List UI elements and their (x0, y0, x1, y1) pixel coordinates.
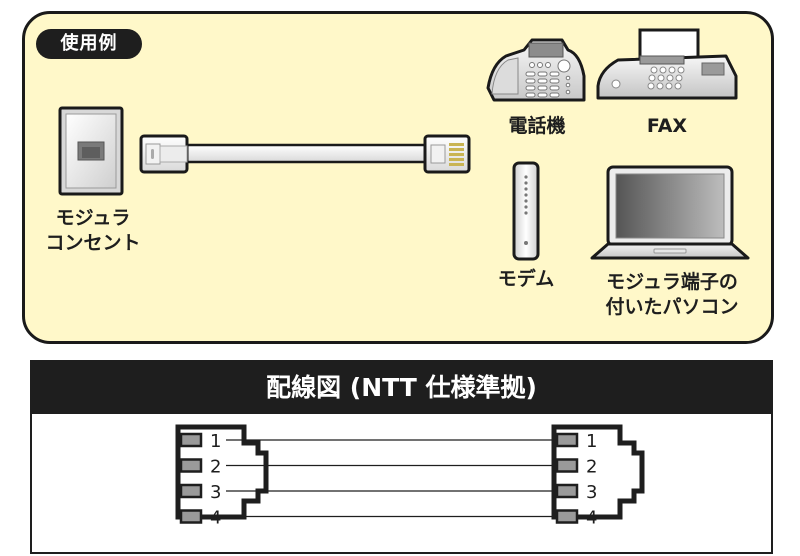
left-pin-label: 2 (210, 457, 221, 478)
left-pin-label: 3 (210, 482, 221, 503)
pc-label-line2: 付いたパソコン (605, 296, 739, 318)
right-pin-contact (555, 432, 579, 448)
left-pin-contact (179, 458, 203, 473)
right-pin-contact (555, 483, 579, 499)
modem-icon (512, 161, 540, 261)
right-pin-label: 2 (586, 457, 597, 478)
modular-cable-icon (139, 134, 471, 174)
right-pin-label: 3 (586, 482, 597, 503)
right-pin-label: 4 (586, 508, 597, 529)
wall-socket-label-line2: コンセント (45, 232, 141, 254)
right-pin-label: 1 (586, 431, 597, 452)
left-pin-label: 4 (210, 508, 221, 529)
left-pin-contact (179, 432, 203, 448)
pc-label-line1: モジュラ端子の (606, 271, 738, 293)
telephone-label: 電話機 (508, 115, 566, 137)
right-pin-contact (555, 458, 579, 473)
wiring-diagram: 1 2 3 4 1 2 3 4 (175, 424, 645, 529)
modem-label: モデム (497, 268, 555, 290)
left-pin-contact (179, 483, 203, 499)
wall-socket-label: モジュラ コンセント (38, 206, 148, 256)
telephone-icon (486, 38, 586, 102)
wiring-diagram-title: 配線図 (NTT 仕様準拠) (32, 362, 771, 414)
right-pin-contact (555, 509, 579, 524)
wall-socket-label-line1: モジュラ (55, 207, 131, 229)
pc-label: モジュラ端子の 付いたパソコン (584, 270, 760, 320)
modular-wall-socket-icon (58, 106, 124, 196)
wiring-diagram-panel: 配線図 (NTT 仕様準拠) (30, 360, 773, 554)
fax-label: FAX (646, 115, 688, 137)
fax-icon (596, 28, 738, 100)
left-pin-contact (179, 509, 203, 524)
left-pin-label: 1 (210, 431, 221, 452)
left-plug (139, 134, 189, 174)
usage-example-badge: 使用例 (36, 29, 142, 59)
laptop-pc-icon (590, 165, 750, 260)
right-plug (423, 134, 471, 174)
